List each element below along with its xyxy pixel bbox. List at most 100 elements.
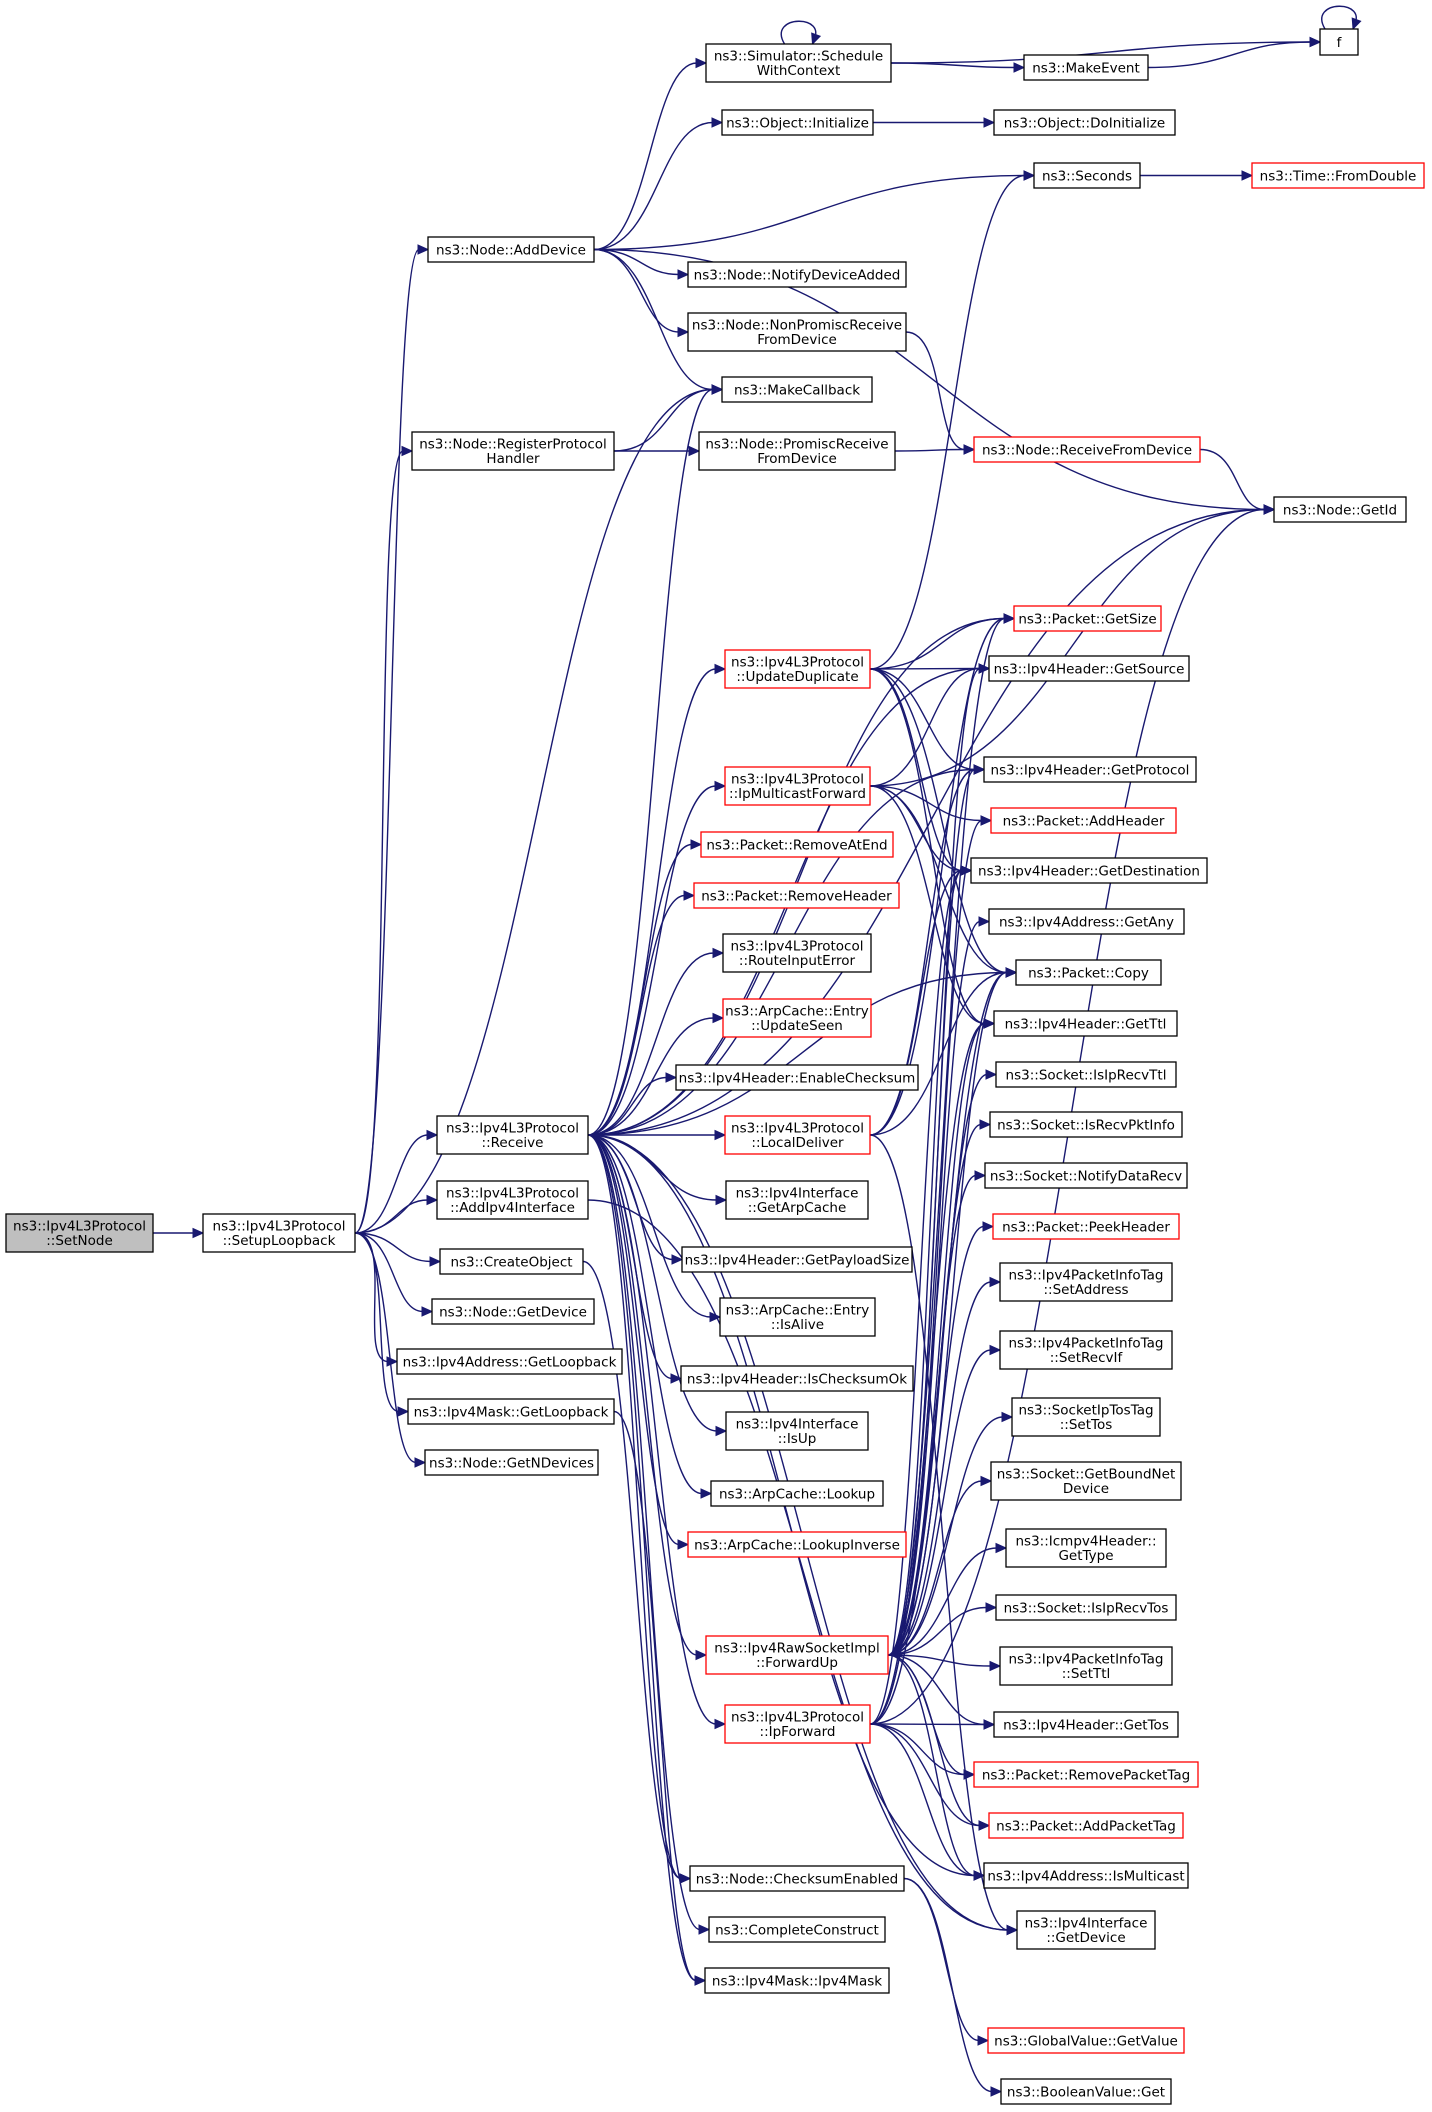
node-remove-at-end[interactable]: ns3::Packet::RemoveAtEnd [700,831,894,858]
node-addr-get-loopback[interactable]: ns3::Ipv4Address::GetLoopback [396,1348,623,1375]
node-icmp-get-type[interactable]: ns3::Icmpv4Header::GetType [1005,1528,1167,1568]
node-arp-lookup[interactable]: ns3::ArpCache::Lookup [710,1480,884,1507]
edge-add-device-to-notify-device-added [593,248,690,280]
node-packet-copy[interactable]: ns3::Packet::Copy [1015,959,1162,986]
node-ipv4-mask-ctor[interactable]: ns3::Ipv4Mask::Ipv4Mask [704,1967,890,1994]
node-hdr-get-destination[interactable]: ns3::Ipv4Header::GetDestination [970,857,1208,884]
node-add-device[interactable]: ns3::Node::AddDevice [427,236,595,263]
edge-f-to-f [1321,5,1362,31]
node-hdr-get-source[interactable]: ns3::Ipv4Header::GetSource [988,655,1190,682]
node-remove-header[interactable]: ns3::Packet::RemoveHeader [693,882,900,909]
node-forward-up[interactable]: ns3::Ipv4RawSocketImpl::ForwardUp [705,1635,889,1675]
node-is-multicast[interactable]: ns3::Ipv4Address::IsMulticast [983,1862,1189,1889]
node-update-duplicate[interactable]: ns3::Ipv4L3Protocol::UpdateDuplicate [724,649,871,689]
node-label: ::IpMulticastForward [729,786,866,802]
edge-setup-loopback-to-create-object [354,1232,442,1267]
node-notify-data-recv[interactable]: ns3::Socket::NotifyDataRecv [984,1162,1188,1189]
node-iface-is-up[interactable]: ns3::Ipv4Interface::IsUp [725,1411,869,1451]
node-label: ns3::Node::ChecksumEnabled [696,1871,898,1887]
node-local-deliver[interactable]: ns3::Ipv4L3Protocol::LocalDeliver [724,1115,871,1155]
node-label: FromDevice [757,451,837,467]
node-box [724,766,871,806]
node-node-get-id[interactable]: ns3::Node::GetId [1273,496,1407,523]
node-get-payload-size[interactable]: ns3::Ipv4Header::GetPayloadSize [681,1246,913,1273]
node-from-double[interactable]: ns3::Time::FromDouble [1251,162,1425,189]
node-label: ns3::Ipv4L3Protocol [731,1121,864,1137]
node-is-recv-pkt-info[interactable]: ns3::Socket::IsRecvPktInfo [989,1111,1183,1138]
node-do-initialize[interactable]: ns3::Object::DoInitialize [993,109,1176,136]
node-route-input-error[interactable]: ns3::Ipv4L3Protocol::RouteInputError [722,933,872,973]
node-complete-construct[interactable]: ns3::CompleteConstruct [708,1916,886,1943]
node-checksum-enabled[interactable]: ns3::Node::ChecksumEnabled [689,1865,905,1892]
node-make-event[interactable]: ns3::MakeEvent [1023,54,1149,81]
node-ip-forward[interactable]: ns3::Ipv4L3Protocol::IpForward [724,1704,871,1744]
node-is-alive[interactable]: ns3::ArpCache::Entry::IsAlive [719,1297,876,1337]
edge-setup-loopback-to-mask-get-loopback [354,1232,410,1417]
node-label: Device [1063,1481,1109,1497]
node-box [990,807,1177,834]
node-get-arp-cache[interactable]: ns3::Ipv4Interface::GetArpCache [725,1180,869,1220]
node-addr-get-any[interactable]: ns3::Ipv4Address::GetAny [988,908,1185,935]
edge-ip-forward-to-add-packet-tag [869,1723,991,1831]
node-box [993,109,1176,136]
node-notify-device-added[interactable]: ns3::Node::NotifyDeviceAdded [687,261,907,288]
node-create-object[interactable]: ns3::CreateObject [439,1248,584,1275]
node-set-ttl[interactable]: ns3::Ipv4PacketInfoTag::SetTtl [999,1646,1173,1686]
node-box [1319,28,1359,56]
node-is-ip-recv-tos[interactable]: ns3::Socket::IsIpRecvTos [995,1594,1177,1621]
node-object-initialize[interactable]: ns3::Object::Initialize [721,109,874,136]
node-set-recv-if[interactable]: ns3::Ipv4PacketInfoTag::SetRecvIf [999,1330,1173,1370]
node-lookup-inverse[interactable]: ns3::ArpCache::LookupInverse [687,1531,907,1558]
node-label: ns3::Ipv4L3Protocol [213,1219,346,1235]
node-add-ipv4-interface[interactable]: ns3::Ipv4L3Protocol::AddIpv4Interface [436,1180,589,1220]
node-seconds[interactable]: ns3::Seconds [1033,162,1141,189]
node-remove-packet-tag[interactable]: ns3::Packet::RemovePacketTag [973,1761,1199,1788]
node-peek-header[interactable]: ns3::Packet::PeekHeader [992,1213,1180,1240]
node-set-node[interactable]: ns3::Ipv4L3Protocol::SetNode [5,1213,154,1253]
edge-setup-loopback-to-addr-get-loopback [354,1232,399,1367]
node-receive-from-device[interactable]: ns3::Node::ReceiveFromDevice [973,436,1201,463]
node-label: ns3::Packet::RemovePacketTag [982,1767,1190,1783]
node-hdr-get-ttl[interactable]: ns3::Ipv4Header::GetTtl [993,1010,1178,1037]
node-hdr-get-protocol[interactable]: ns3::Ipv4Header::GetProtocol [983,756,1197,783]
node-hdr-get-tos[interactable]: ns3::Ipv4Header::GetTos [993,1711,1179,1738]
node-box [984,1162,1188,1189]
node-is-checksum-ok[interactable]: ns3::Ipv4Header::IsChecksumOk [680,1365,914,1392]
node-receive[interactable]: ns3::Ipv4L3Protocol::Receive [436,1115,589,1155]
node-is-ip-recv-ttl[interactable]: ns3::Socket::IsIpRecvTtl [995,1061,1177,1088]
node-get-n-devices[interactable]: ns3::Node::GetNDevices [424,1449,599,1476]
node-node-get-device[interactable]: ns3::Node::GetDevice [431,1298,595,1325]
node-setup-loopback[interactable]: ns3::Ipv4L3Protocol::SetupLoopback [202,1213,356,1253]
node-boolean-get[interactable]: ns3::BooleanValue::Get [1000,2078,1172,2105]
node-global-get-value[interactable]: ns3::GlobalValue::GetValue [987,2027,1185,2054]
node-make-callback[interactable]: ns3::MakeCallback [721,376,873,403]
node-box [970,857,1208,884]
node-add-packet-tag[interactable]: ns3::Packet::AddPacketTag [988,1812,1184,1839]
edge-setup-loopback-to-add-device [354,244,430,1234]
node-box [708,1916,886,1943]
edge-update-duplicate-to-seconds [869,170,1036,670]
node-box [1016,1910,1156,1950]
node-packet-get-size[interactable]: ns3::Packet::GetSize [1013,605,1162,632]
node-update-seen[interactable]: ns3::ArpCache::Entry::UpdateSeen [722,998,872,1038]
node-ip-multicast-forward[interactable]: ns3::Ipv4L3Protocol::IpMulticastForward [724,766,871,806]
node-iface-get-device[interactable]: ns3::Ipv4Interface::GetDevice [1016,1910,1156,1950]
node-set-address[interactable]: ns3::Ipv4PacketInfoTag::SetAddress [999,1262,1173,1302]
node-box [725,1411,869,1451]
node-enable-checksum[interactable]: ns3::Ipv4Header::EnableChecksum [675,1064,919,1091]
node-box [687,261,907,288]
node-f[interactable]: f [1319,28,1359,56]
node-set-tos[interactable]: ns3::SocketIpTosTag::SetTos [1011,1397,1161,1437]
edge-ip-forward-to-hdr-get-destination [869,865,973,1725]
node-packet-add-header[interactable]: ns3::Packet::AddHeader [990,807,1177,834]
node-box [710,1480,884,1507]
node-mask-get-loopback[interactable]: ns3::Ipv4Mask::GetLoopback [407,1398,615,1425]
node-box [1273,496,1407,523]
edge-setup-loopback-to-node-get-device [354,1232,434,1317]
node-box [725,1180,869,1220]
